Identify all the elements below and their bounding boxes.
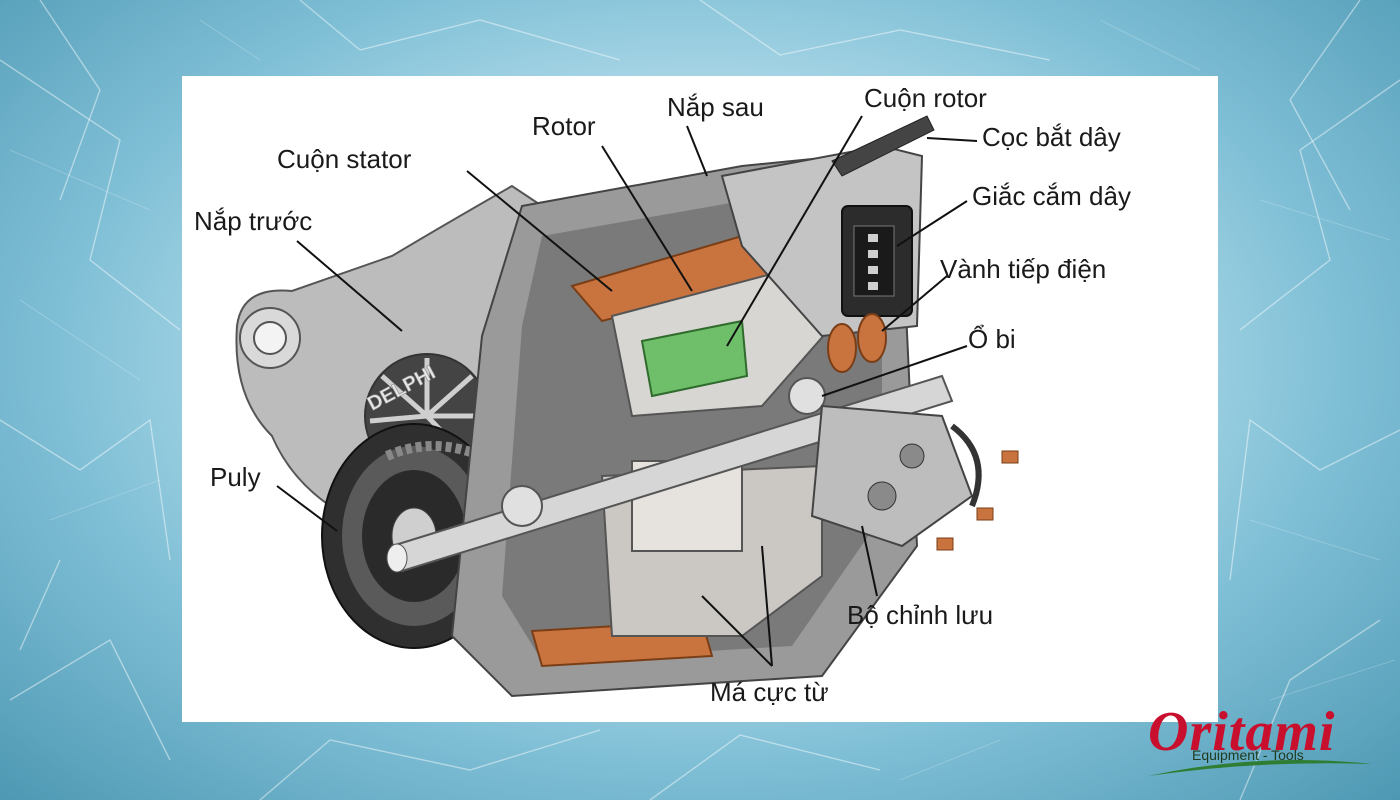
logo-tagline: Equipment - Tools xyxy=(1192,747,1304,763)
label-rotor: Rotor xyxy=(532,111,596,141)
slip-rings xyxy=(827,313,887,373)
label-nap-truoc: Nắp trước xyxy=(194,206,313,236)
logo-wordmark: Oritami xyxy=(1148,701,1336,763)
label-coc-bat-day: Cọc bắt dây xyxy=(982,122,1121,152)
label-cuon-stator: Cuộn stator xyxy=(277,144,412,174)
label-cuon-rotor: Cuộn rotor xyxy=(864,83,987,113)
rear-housing xyxy=(720,115,935,338)
alternator-cutaway-diagram: DELPHI xyxy=(235,115,1019,698)
bearing-front xyxy=(501,485,543,527)
label-ma-cuc-tu: Má cực từ xyxy=(710,677,829,707)
leader-lines xyxy=(276,115,978,667)
rotor-shaft xyxy=(386,313,954,573)
brand-logo: Oritami Equipment - Tools xyxy=(1140,702,1380,792)
rectifier xyxy=(810,404,1019,551)
logo-swoosh xyxy=(1148,760,1372,776)
label-bo-chinh-luu: Bộ chỉnh lưu xyxy=(847,600,994,630)
diagram-panel: DELPHI xyxy=(182,76,1218,722)
label-giac-cam-day: Giắc cắm dây xyxy=(972,181,1131,211)
label-nap-sau: Nắp sau xyxy=(667,92,764,122)
bearing-rear xyxy=(788,377,826,415)
label-vanh-tiep-dien: Vành tiếp điện xyxy=(940,254,1107,284)
terminal-stud xyxy=(831,115,935,177)
label-o-bi: Ổ bi xyxy=(968,324,1016,354)
label-puly: Puly xyxy=(210,462,261,492)
stator-housing xyxy=(450,154,919,698)
rotor-coil xyxy=(640,319,749,398)
